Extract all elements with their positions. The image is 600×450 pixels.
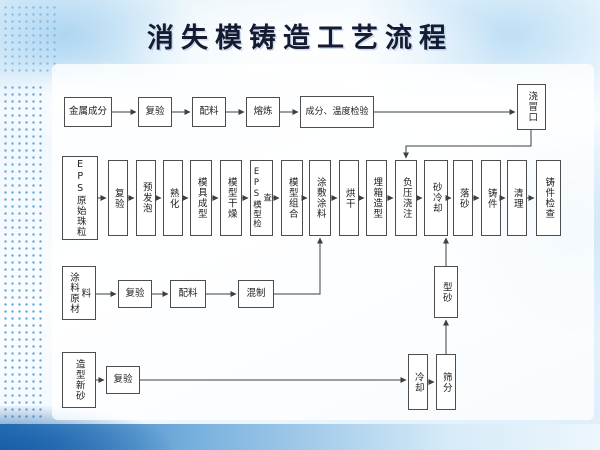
node-mold-forming: 模具成型 <box>190 160 212 236</box>
node-cleaning: 清理 <box>507 160 527 236</box>
node-pattern-assembly: 模型组合 <box>281 160 303 236</box>
node-metal-composition: 金属成分 <box>64 97 112 127</box>
node-coating-reinspection: 复验 <box>118 280 152 308</box>
node-metal-reinspection: 复验 <box>138 97 172 127</box>
node-pattern-drying: 模型干燥 <box>220 160 242 236</box>
node-mixing: 混制 <box>238 280 274 308</box>
node-cooling: 冷却 <box>408 354 428 410</box>
node-pre-expansion: 预发泡 <box>136 160 156 236</box>
node-screening: 筛分 <box>436 354 456 410</box>
node-melting: 熔炼 <box>246 97 280 127</box>
node-vacuum-pouring: 负压浇注 <box>395 160 417 236</box>
node-shakeout: 落砂 <box>453 160 473 236</box>
node-casting-inspection: 铸件检查 <box>536 160 561 236</box>
node-coating-batching: 配料 <box>170 280 206 308</box>
node-coating-application: 涂敷涂料 <box>309 160 331 236</box>
node-new-molding-sand: 造型新砂 <box>62 352 96 408</box>
node-drying: 烘干 <box>339 160 359 236</box>
node-sand-reinspection: 复验 <box>106 366 140 394</box>
node-molding-sand: 型砂 <box>434 266 458 318</box>
node-casting: 铸件 <box>481 160 501 236</box>
halftone-dots-left <box>2 84 46 422</box>
node-coating-raw-materials: 涂料原材料 <box>62 266 96 320</box>
node-eps-pattern-check: EPS模型检查 <box>250 160 273 236</box>
node-curing: 熟化 <box>163 160 183 236</box>
node-sand-cooling: 砂冷却 <box>424 160 448 236</box>
halftone-dots-top-left <box>2 4 56 76</box>
node-gating-riser: 浇冒口 <box>517 84 546 130</box>
node-composition-temperature-check: 成分、温度检验 <box>300 96 374 128</box>
node-main-reinspection: 复验 <box>108 160 128 236</box>
node-eps-raw-beads: EPS原始珠粒 <box>62 156 98 240</box>
node-flask-molding: 埋箱造型 <box>366 160 387 236</box>
slide-title: 消失模铸造工艺流程 <box>147 23 453 54</box>
node-metal-batching: 配料 <box>192 97 226 127</box>
